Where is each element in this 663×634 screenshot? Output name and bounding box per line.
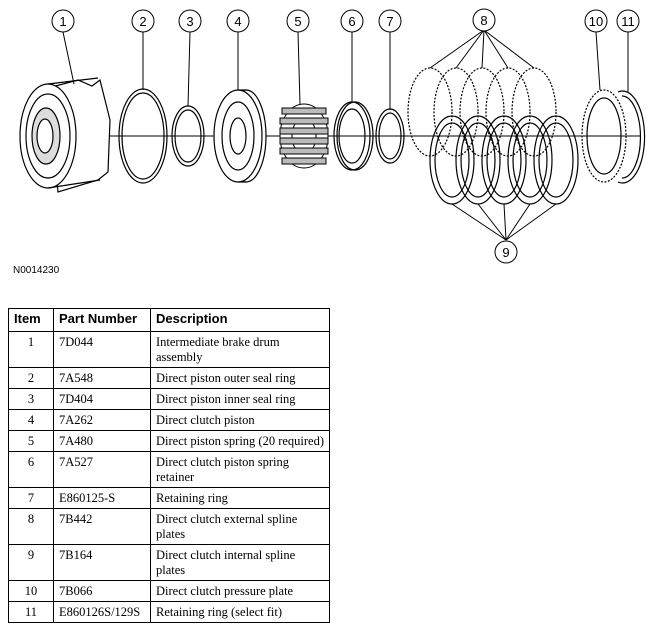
table-row: 4 7A262 Direct clutch piston [8,409,330,431]
table-row: 10 7B066 Direct clutch pressure plate [8,580,330,602]
cell-part-number: 7B442 [53,508,151,545]
cell-description: Direct piston inner seal ring [150,388,330,410]
callout-11-circle [616,9,640,33]
cell-part-number: 7A480 [53,430,151,452]
cell-description: Direct piston spring (20 required) [150,430,330,452]
table-row: 6 7A527 Direct clutch piston spring reta… [8,451,330,488]
exploded-view-diagram: 1 2 3 4 5 6 7 8 9 10 11 [19,8,646,264]
cell-description: Direct clutch piston [150,409,330,431]
cell-part-number: 7D404 [53,388,151,410]
callout-8-label: 8 [480,13,487,28]
cell-description: Direct clutch internal spline plates [150,544,330,581]
part-1-brake-drum [19,77,111,193]
cell-item: 9 [8,544,54,581]
cell-description: Direct piston outer seal ring [150,367,330,389]
table-row: 3 7D404 Direct piston inner seal ring [8,388,330,410]
callout-10-label: 10 [589,14,603,29]
header-item: Item [8,308,54,332]
cell-item: 7 [8,487,54,509]
callout-7-label: 7 [386,14,393,29]
part-10-pressure-plate [581,89,627,183]
cell-part-number: E860126S/129S [53,601,151,623]
cell-part-number: 7D044 [53,331,151,368]
cell-part-number: 7A548 [53,367,151,389]
cell-item: 5 [8,430,54,452]
part-8-external-spline-plates [407,67,557,157]
cell-description: Retaining ring (select fit) [150,601,330,623]
cell-part-number: 7A262 [53,409,151,431]
cell-part-number: E860125-S [53,487,151,509]
callout-11-label: 11 [621,14,635,29]
callout-1-circle [51,9,75,33]
part-11-retaining-ring [617,90,646,184]
part-6-spring-retainer [333,101,374,171]
table-header-row: Item Part Number Description [8,308,330,332]
callout-3-circle [178,9,202,33]
callout-9-label: 9 [502,245,509,260]
cell-item: 3 [8,388,54,410]
cell-item: 1 [8,331,54,368]
callout-5-label: 5 [294,14,301,29]
table-row: 2 7A548 Direct piston outer seal ring [8,367,330,389]
callout-9-circle [494,240,518,264]
callout-1-label: 1 [59,14,66,29]
cell-item: 6 [8,451,54,488]
cell-description: Retaining ring [150,487,330,509]
header-part-number: Part Number [53,308,151,332]
figure-id: N0014230 [13,265,60,276]
cell-description: Direct clutch pressure plate [150,580,330,602]
table-row: 1 7D044 Intermediate brake drum assembly [8,331,330,368]
callout-6-label: 6 [348,14,355,29]
callout-4-circle [226,9,250,33]
cell-description: Intermediate brake drum assembly [150,331,330,368]
cell-item: 4 [8,409,54,431]
cell-part-number: 7B066 [53,580,151,602]
table-row: 7 E860125-S Retaining ring [8,487,330,509]
part-5-piston-springs [279,103,329,169]
table-row: 5 7A480 Direct piston spring (20 require… [8,430,330,452]
cell-part-number: 7A527 [53,451,151,488]
callout-10-circle [584,9,608,33]
table-row: 11 E860126S/129S Retaining ring (select … [8,601,330,623]
cell-part-number: 7B164 [53,544,151,581]
cell-item: 11 [8,601,54,623]
callout-7-circle [378,9,402,33]
parts-table: Item Part Number Description 1 7D044 Int… [8,308,330,623]
header-description: Description [150,308,330,332]
part-4-clutch-piston [213,89,267,183]
table-row: 8 7B442 Direct clutch external spline pl… [8,508,330,545]
part-9-internal-spline-plates [429,115,579,205]
callout-4-label: 4 [234,14,241,29]
callout-6-circle [340,9,364,33]
cell-item: 8 [8,508,54,545]
callout-2-label: 2 [139,14,146,29]
callout-5-circle [286,9,310,33]
cell-item: 10 [8,580,54,602]
table-row: 9 7B164 Direct clutch internal spline pl… [8,544,330,581]
callout-3-label: 3 [186,14,193,29]
callout-8-circle [472,8,496,32]
callout-2-circle [131,9,155,33]
leader-lines [62,29,629,241]
cell-description: Direct clutch external spline plates [150,508,330,545]
cell-item: 2 [8,367,54,389]
cell-description: Direct clutch piston spring retainer [150,451,330,488]
